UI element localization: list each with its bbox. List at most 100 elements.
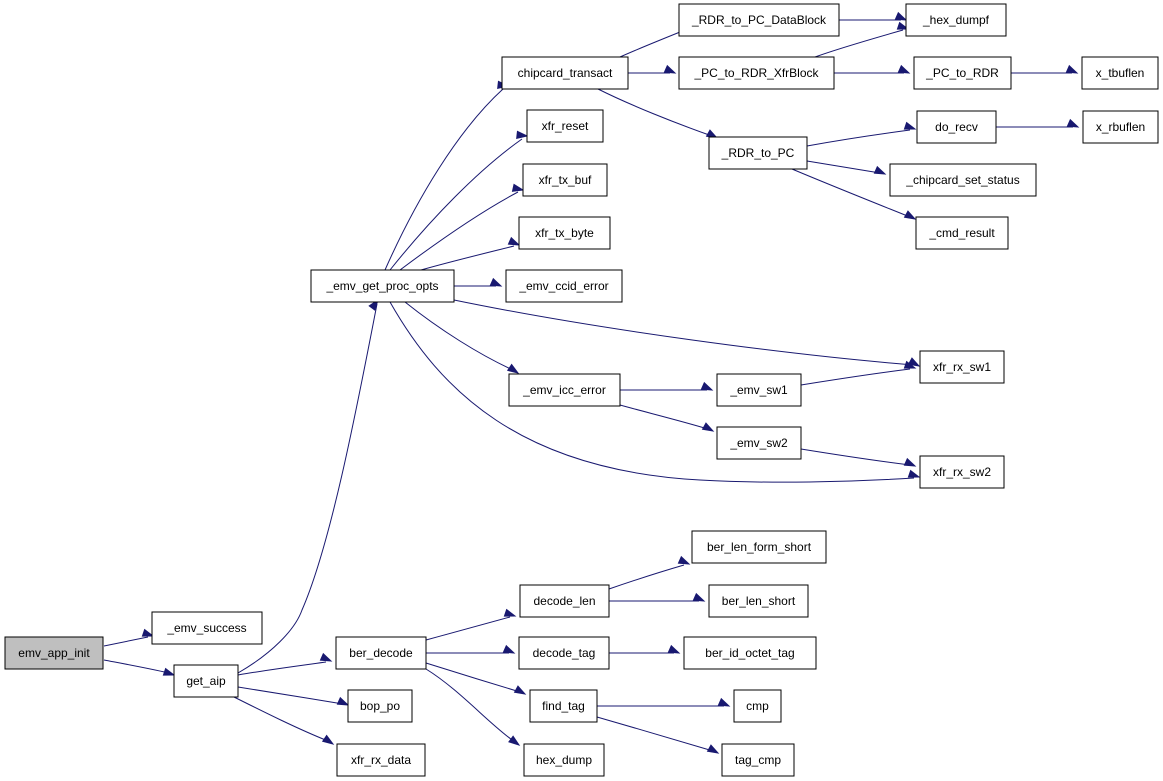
node-box — [1081, 56, 1159, 90]
node-chipcard-set-status[interactable]: _chipcard_set_status — [889, 163, 1037, 197]
edge-pc-to-rdr-xfrblock-to-pc-to-rdr — [834, 64, 911, 74]
node-emv-app-init[interactable]: emv_app_init — [4, 636, 104, 670]
edge-arrowhead — [896, 21, 910, 30]
node-box — [721, 743, 795, 777]
node-decode-tag[interactable]: decode_tag — [518, 636, 610, 670]
node-bop-po[interactable]: bop_po — [347, 689, 413, 723]
edge-emv-get-proc-opts-to-chipcard-transact — [384, 80, 510, 271]
edge-arrowhead — [336, 696, 350, 706]
edge-line — [425, 668, 516, 743]
node-cmd-result[interactable]: _cmd_result — [915, 216, 1009, 250]
node-find-tag[interactable]: find_tag — [529, 689, 598, 723]
node-pc-to-rdr-xfrblock[interactable]: _PC_to_RDR_XfrBlock — [678, 56, 835, 90]
node-label: do_recv — [935, 120, 978, 134]
node-box — [678, 3, 840, 37]
node-xfr-reset[interactable]: xfr_reset — [526, 109, 604, 143]
node-xfr-tx-byte[interactable]: xfr_tx_byte — [518, 216, 611, 250]
edge-emv-app-init-to-emv-success — [103, 628, 155, 647]
node-decode-len[interactable]: decode_len — [519, 584, 610, 618]
edge-arrowhead — [903, 457, 917, 467]
node-emv-sw1[interactable]: _emv_sw1 — [716, 373, 802, 407]
edge-line — [103, 636, 149, 647]
edge-find-tag-to-tag-cmp — [596, 716, 720, 754]
node-box — [691, 530, 827, 564]
node-label: tag_cmp — [735, 753, 781, 767]
edge-arrowhead — [507, 236, 521, 246]
node-label: _PC_to_RDR_XfrBlock — [693, 66, 819, 80]
edge-decode-len-to-ber-len-short — [609, 592, 706, 602]
node-do-recv[interactable]: do_recv — [916, 110, 997, 144]
node-label: _hex_dumpf — [922, 13, 990, 27]
edge-arrowhead — [489, 277, 503, 287]
node-ber-decode[interactable]: ber_decode — [335, 636, 427, 670]
edge-arrowhead — [692, 592, 706, 602]
node-hex-dumpf[interactable]: _hex_dumpf — [905, 3, 1007, 37]
node-label: _RDR_to_PC_DataBlock — [691, 13, 827, 27]
edge-line — [425, 616, 511, 641]
node-emv-icc-error[interactable]: _emv_icc_error — [508, 373, 621, 407]
node-xfr-tx-buf[interactable]: xfr_tx_buf — [522, 163, 608, 197]
node-emv-sw2[interactable]: _emv_sw2 — [716, 426, 802, 460]
node-label: find_tag — [542, 699, 585, 713]
node-label: x_rbuflen — [1096, 120, 1145, 134]
node-box — [336, 743, 426, 777]
node-rdr-to-pc[interactable]: _RDR_to_PC — [708, 136, 808, 170]
edge-line — [597, 88, 713, 137]
node-label: decode_len — [533, 594, 595, 608]
edge-arrowhead — [700, 381, 714, 391]
edge-line — [619, 404, 709, 430]
node-emv-success[interactable]: _emv_success — [151, 611, 263, 645]
node-box — [518, 216, 611, 250]
node-box — [173, 664, 239, 698]
node-get-aip[interactable]: get_aip — [173, 664, 239, 698]
node-label: hex_dump — [536, 753, 592, 767]
node-xfr-rx-sw1[interactable]: xfr_rx_sw1 — [919, 350, 1005, 384]
edge-rdr-to-pc-to-cmd-result — [791, 168, 917, 220]
node-label: xfr_rx_data — [351, 753, 411, 767]
node-box — [708, 584, 809, 618]
node-label: emv_app_init — [18, 646, 90, 660]
node-box — [683, 636, 817, 670]
edge-get-aip-to-emv-get-proc-opts — [237, 298, 379, 674]
edge-line — [103, 659, 170, 674]
node-pc-to-rdr[interactable]: _PC_to_RDR — [913, 56, 1012, 90]
node-ber-len-form-short[interactable]: ber_len_form_short — [691, 530, 827, 564]
edge-rdr-to-pc-datablock-to-hex-dumpf — [839, 11, 908, 21]
node-label: ber_len_form_short — [707, 540, 812, 554]
node-box — [529, 689, 598, 723]
node-x-rbuflen[interactable]: x_rbuflen — [1082, 110, 1159, 144]
node-chipcard-transact[interactable]: chipcard_transact — [501, 56, 629, 90]
edge-arrowhead — [907, 357, 921, 367]
node-hex-dump[interactable]: hex_dump — [523, 743, 605, 777]
call-graph-edges — [103, 11, 1080, 754]
node-box — [4, 636, 104, 670]
edge-get-aip-to-xfr-rx-data — [233, 696, 335, 745]
node-emv-get-proc-opts[interactable]: _emv_get_proc_opts — [310, 269, 455, 303]
edge-arrowhead — [508, 735, 521, 746]
node-box — [733, 689, 782, 723]
edge-chipcard-transact-to-pc-to-rdr-xfrblock — [628, 64, 677, 74]
edge-line — [806, 160, 881, 174]
node-tag-cmp[interactable]: tag_cmp — [721, 743, 795, 777]
node-x-tbuflen[interactable]: x_tbuflen — [1081, 56, 1159, 90]
node-cmp[interactable]: cmp — [733, 689, 782, 723]
node-label: x_tbuflen — [1096, 66, 1145, 80]
edge-ber-decode-to-hex-dump — [425, 668, 521, 746]
node-box — [347, 689, 413, 723]
node-label: _emv_success — [166, 621, 246, 635]
node-ber-id-octet-tag[interactable]: ber_id_octet_tag — [683, 636, 817, 670]
node-xfr-rx-sw2[interactable]: xfr_rx_sw2 — [919, 455, 1005, 489]
node-rdr-to-pc-datablock[interactable]: _RDR_to_PC_DataBlock — [678, 3, 840, 37]
node-box — [916, 110, 997, 144]
edge-arrowhead — [873, 165, 887, 175]
node-ber-len-short[interactable]: ber_len_short — [708, 584, 809, 618]
edge-arrowhead — [717, 697, 731, 707]
node-label: _chipcard_set_status — [905, 173, 1019, 187]
node-xfr-rx-data[interactable]: xfr_rx_data — [336, 743, 426, 777]
edge-line — [608, 564, 685, 590]
edge-get-aip-to-ber-decode — [237, 652, 333, 676]
edge-emv-get-proc-opts-to-xfr-tx-buf — [399, 183, 525, 271]
edge-emv-sw2-to-xfr-rx-sw2 — [800, 448, 917, 467]
node-emv-ccid-error[interactable]: _emv_ccid_error — [505, 269, 623, 303]
edge-arrowhead — [321, 734, 335, 745]
